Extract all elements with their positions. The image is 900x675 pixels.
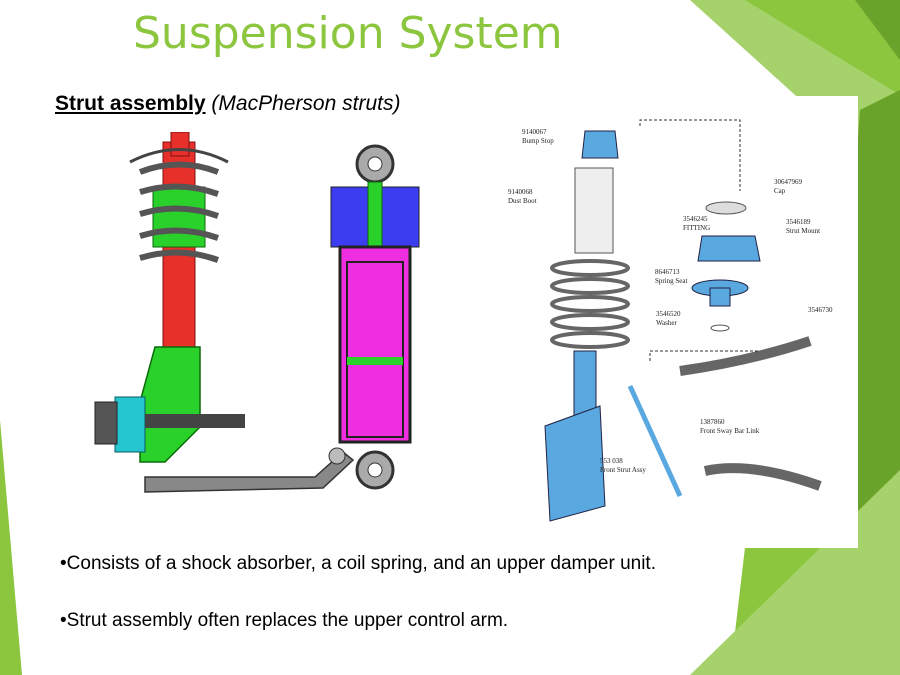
label-strut-assy-num: 553 038 <box>600 457 623 465</box>
label-strut-mount: Strut Mount <box>786 227 820 235</box>
strut-exploded-diagram: 9140067 Bump Stop 9140068 Dust Boot 3064… <box>490 96 858 548</box>
strut-cutaway-figure <box>85 132 420 502</box>
subtitle-bold: Strut assembly <box>55 92 206 115</box>
label-washer-num: 3546520 <box>656 310 681 318</box>
label-dust-boot: Dust Boot <box>508 197 537 205</box>
label-bump-stop-num: 9140067 <box>522 128 547 136</box>
label-bushing-num: 3546730 <box>808 306 833 314</box>
label-fitting-num: 3546245 <box>683 215 708 223</box>
slide-title: Suspension System <box>133 8 563 59</box>
label-spring-seat: Spring Seat <box>655 277 688 285</box>
label-spring-seat-num: 8646713 <box>655 268 680 276</box>
label-washer: Washer <box>656 319 677 327</box>
label-sway-link-num: 1387860 <box>700 418 725 426</box>
label-strut-assy: Front Strut Assy <box>600 466 646 474</box>
label-cap: Cap <box>774 187 786 195</box>
label-dust-boot-num: 9140068 <box>508 188 533 196</box>
slide-subtitle: Strut assembly (MacPherson struts) <box>55 92 400 116</box>
subtitle-italic: (MacPherson struts) <box>211 92 401 115</box>
label-sway-link: Front Sway Bar Link <box>700 427 760 435</box>
label-fitting: FITTING <box>683 224 710 232</box>
label-bump-stop: Bump Stop <box>522 137 554 145</box>
bullet-item: •Strut assembly often replaces the upper… <box>60 610 509 631</box>
label-strut-mount-num: 3546189 <box>786 218 811 226</box>
label-cap-num: 30647969 <box>774 178 803 186</box>
bullet-item: •Consists of a shock absorber, a coil sp… <box>60 553 656 574</box>
